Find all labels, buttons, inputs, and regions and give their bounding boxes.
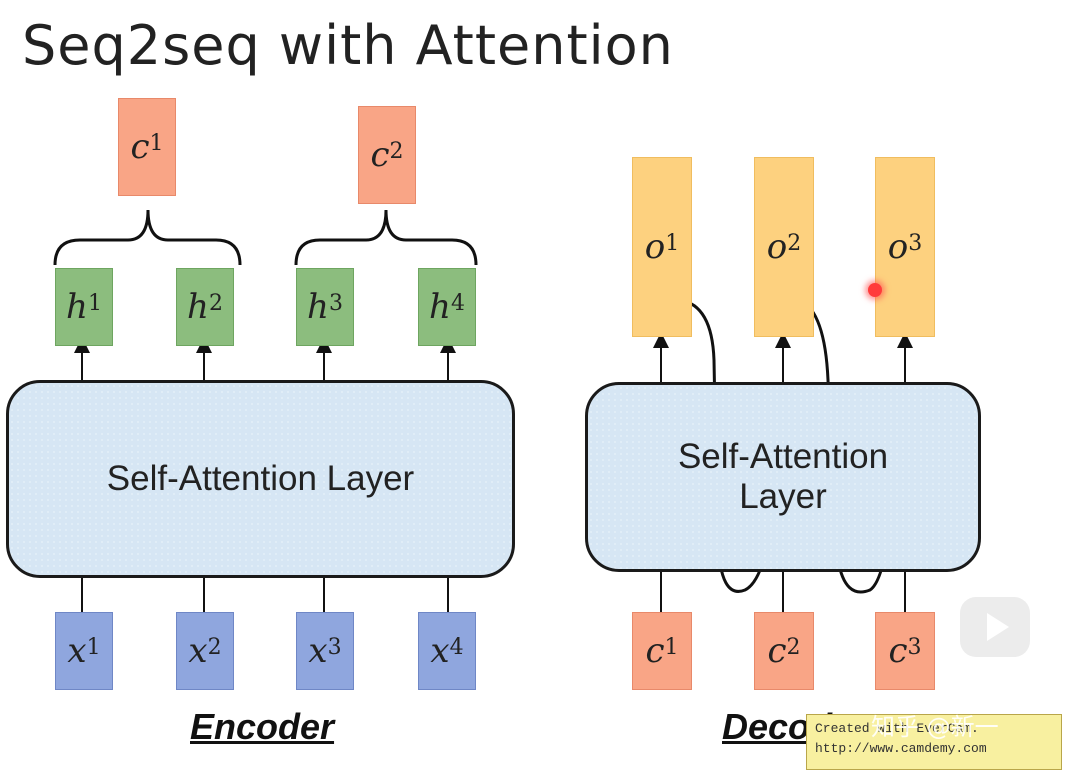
dc1-sup: 1: [664, 634, 679, 660]
encoder-layer-label: Self-Attention Layer: [106, 459, 415, 498]
dc3-sup: 3: [907, 634, 922, 660]
o2-sup: 2: [787, 230, 802, 256]
x3-base: x: [308, 631, 328, 671]
dc2-sup: 2: [786, 634, 801, 660]
h1-base: h: [66, 287, 88, 327]
o3-sup: 3: [908, 230, 923, 256]
o2-base: o: [766, 227, 788, 267]
x3-sup: 3: [327, 634, 342, 660]
x1-base: x: [67, 631, 87, 671]
o1-base: o: [644, 227, 666, 267]
watermark-line1: Created with EverCam.: [815, 721, 979, 736]
h3-sup: 3: [328, 290, 343, 316]
slide-title: Seq2seq with Attention: [22, 14, 674, 77]
o3-base: o: [887, 227, 909, 267]
c1-base: c: [130, 127, 150, 167]
dc3-base: c: [888, 631, 908, 671]
play-button[interactable]: [960, 597, 1030, 657]
watermark-banner: Created with EverCam. http://www.camdemy…: [806, 714, 1062, 770]
brace-right: [294, 209, 478, 266]
h3-base: h: [307, 287, 329, 327]
c1-sup: 1: [149, 130, 164, 156]
h4-sup: 4: [450, 290, 465, 316]
h2-base: h: [187, 287, 209, 327]
o1-sup: 1: [665, 230, 680, 256]
decoder-self-attention-layer: Self-Attention Layer: [585, 382, 981, 572]
x4-sup: 4: [449, 634, 464, 660]
h4-base: h: [429, 287, 451, 327]
c2-sup: 2: [389, 138, 404, 164]
encoder-self-attention-layer: Self-Attention Layer: [6, 380, 515, 578]
c2-base: c: [370, 135, 390, 175]
watermark-overlay: 知乎 @新一: [871, 713, 999, 741]
decoder-layer-label-line2: Layer: [739, 477, 827, 516]
x4-base: x: [430, 631, 450, 671]
play-icon: [987, 613, 1009, 641]
watermark-line2: http://www.camdemy.com: [815, 741, 987, 756]
h1-sup: 1: [87, 290, 102, 316]
brace-left: [53, 209, 242, 266]
x1-sup: 1: [86, 634, 101, 660]
dc2-base: c: [767, 631, 787, 671]
laser-pointer-dot: [868, 283, 882, 297]
h2-sup: 2: [208, 290, 223, 316]
x2-sup: 2: [207, 634, 222, 660]
dc1-base: c: [645, 631, 665, 671]
encoder-caption: Encoder: [190, 706, 335, 747]
x2-base: x: [188, 631, 208, 671]
decoder-layer-label-line1: Self-Attention: [677, 437, 889, 476]
